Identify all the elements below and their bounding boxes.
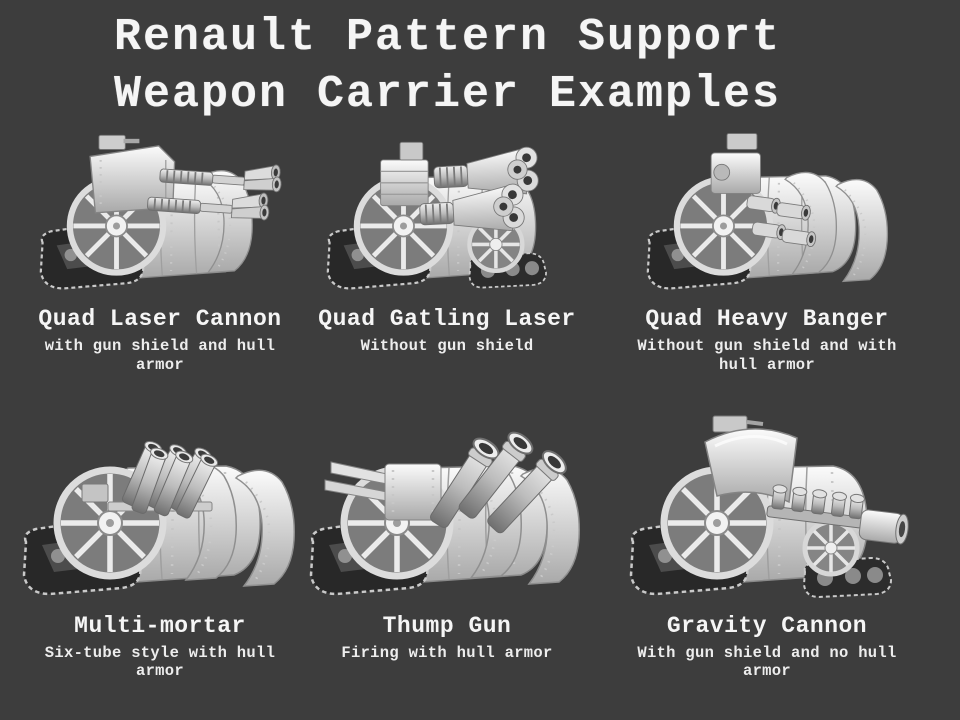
multi-mortar-illustration [10,438,296,606]
example-name: Gravity Cannon [666,612,868,639]
example-name: Thump Gun [382,612,512,639]
example-card-quad-gatling-laser: Quad Gatling Laser Without gun shield [318,123,575,374]
example-description: with gun shield and hull armor [44,337,276,374]
side-armor-box [324,461,442,521]
example-name: Quad Gatling Laser [318,306,576,333]
gravity-cannon-illustration [617,415,909,598]
example-card-quad-heavy-banger: Quad Heavy Banger Without gun shield and… [574,123,960,374]
quad-heavy-banger-render [625,123,910,299]
rear-frame [379,142,429,207]
engine-box [710,133,761,195]
quad-laser-cannon-render [18,123,303,299]
example-description: With gun shield and no hull armor [637,643,897,681]
title-line-2: Weapon Carrier Examples [113,68,782,120]
example-card-gravity-cannon: Gravity Cannon With gun shield and no hu… [574,374,960,681]
page-title: Renault Pattern Support Weapon Carrier E… [0,0,895,123]
gravity-cannon-render [617,400,917,606]
quad-gatling-laser-render [305,123,590,299]
caption: Thump Gun Firing with hull armor [341,606,552,662]
example-name: Quad Laser Cannon [38,306,282,333]
example-card-thump-gun: Thump Gun Firing with hull armor [320,374,581,681]
gun-shield [88,135,175,214]
caption: Quad Gatling Laser Without gun shield [318,299,575,355]
example-card-quad-laser-cannon: Quad Laser Cannon with gun shield and hu… [0,123,320,374]
examples-grid: Quad Laser Cannon with gun shield and hu… [0,123,960,680]
caption: Quad Laser Cannon with gun shield and hu… [28,299,292,374]
quad-heavy-banger-illustration [625,133,889,299]
thump-gun-illustration [297,427,581,606]
caption: Multi-mortar Six-tube style with hull ar… [28,606,292,681]
thump-gun-render [297,400,597,606]
title-line-1: Renault Pattern Support [113,12,782,63]
quad-gatling-laser-illustration [305,142,547,299]
right-wheel [802,519,860,577]
example-card-multi-mortar: Multi-mortar Six-tube style with hull ar… [0,374,320,681]
quad-laser-cannon-illustration [18,135,283,299]
gravity-cannon-assembly [766,483,909,545]
example-description: Six-tube style with hull armor [44,643,276,681]
gun-shield-curved [704,415,798,504]
example-description: Without gun shield and with hull armor [637,337,897,374]
example-name: Quad Heavy Banger [645,306,889,333]
example-name: Multi-mortar [74,612,246,639]
example-description: Firing with hull armor [341,643,553,662]
caption: Gravity Cannon With gun shield and no hu… [635,606,899,681]
example-description: Without gun shield [360,337,534,356]
multi-mortar-render [10,400,310,606]
caption: Quad Heavy Banger Without gun shield and… [635,299,899,374]
